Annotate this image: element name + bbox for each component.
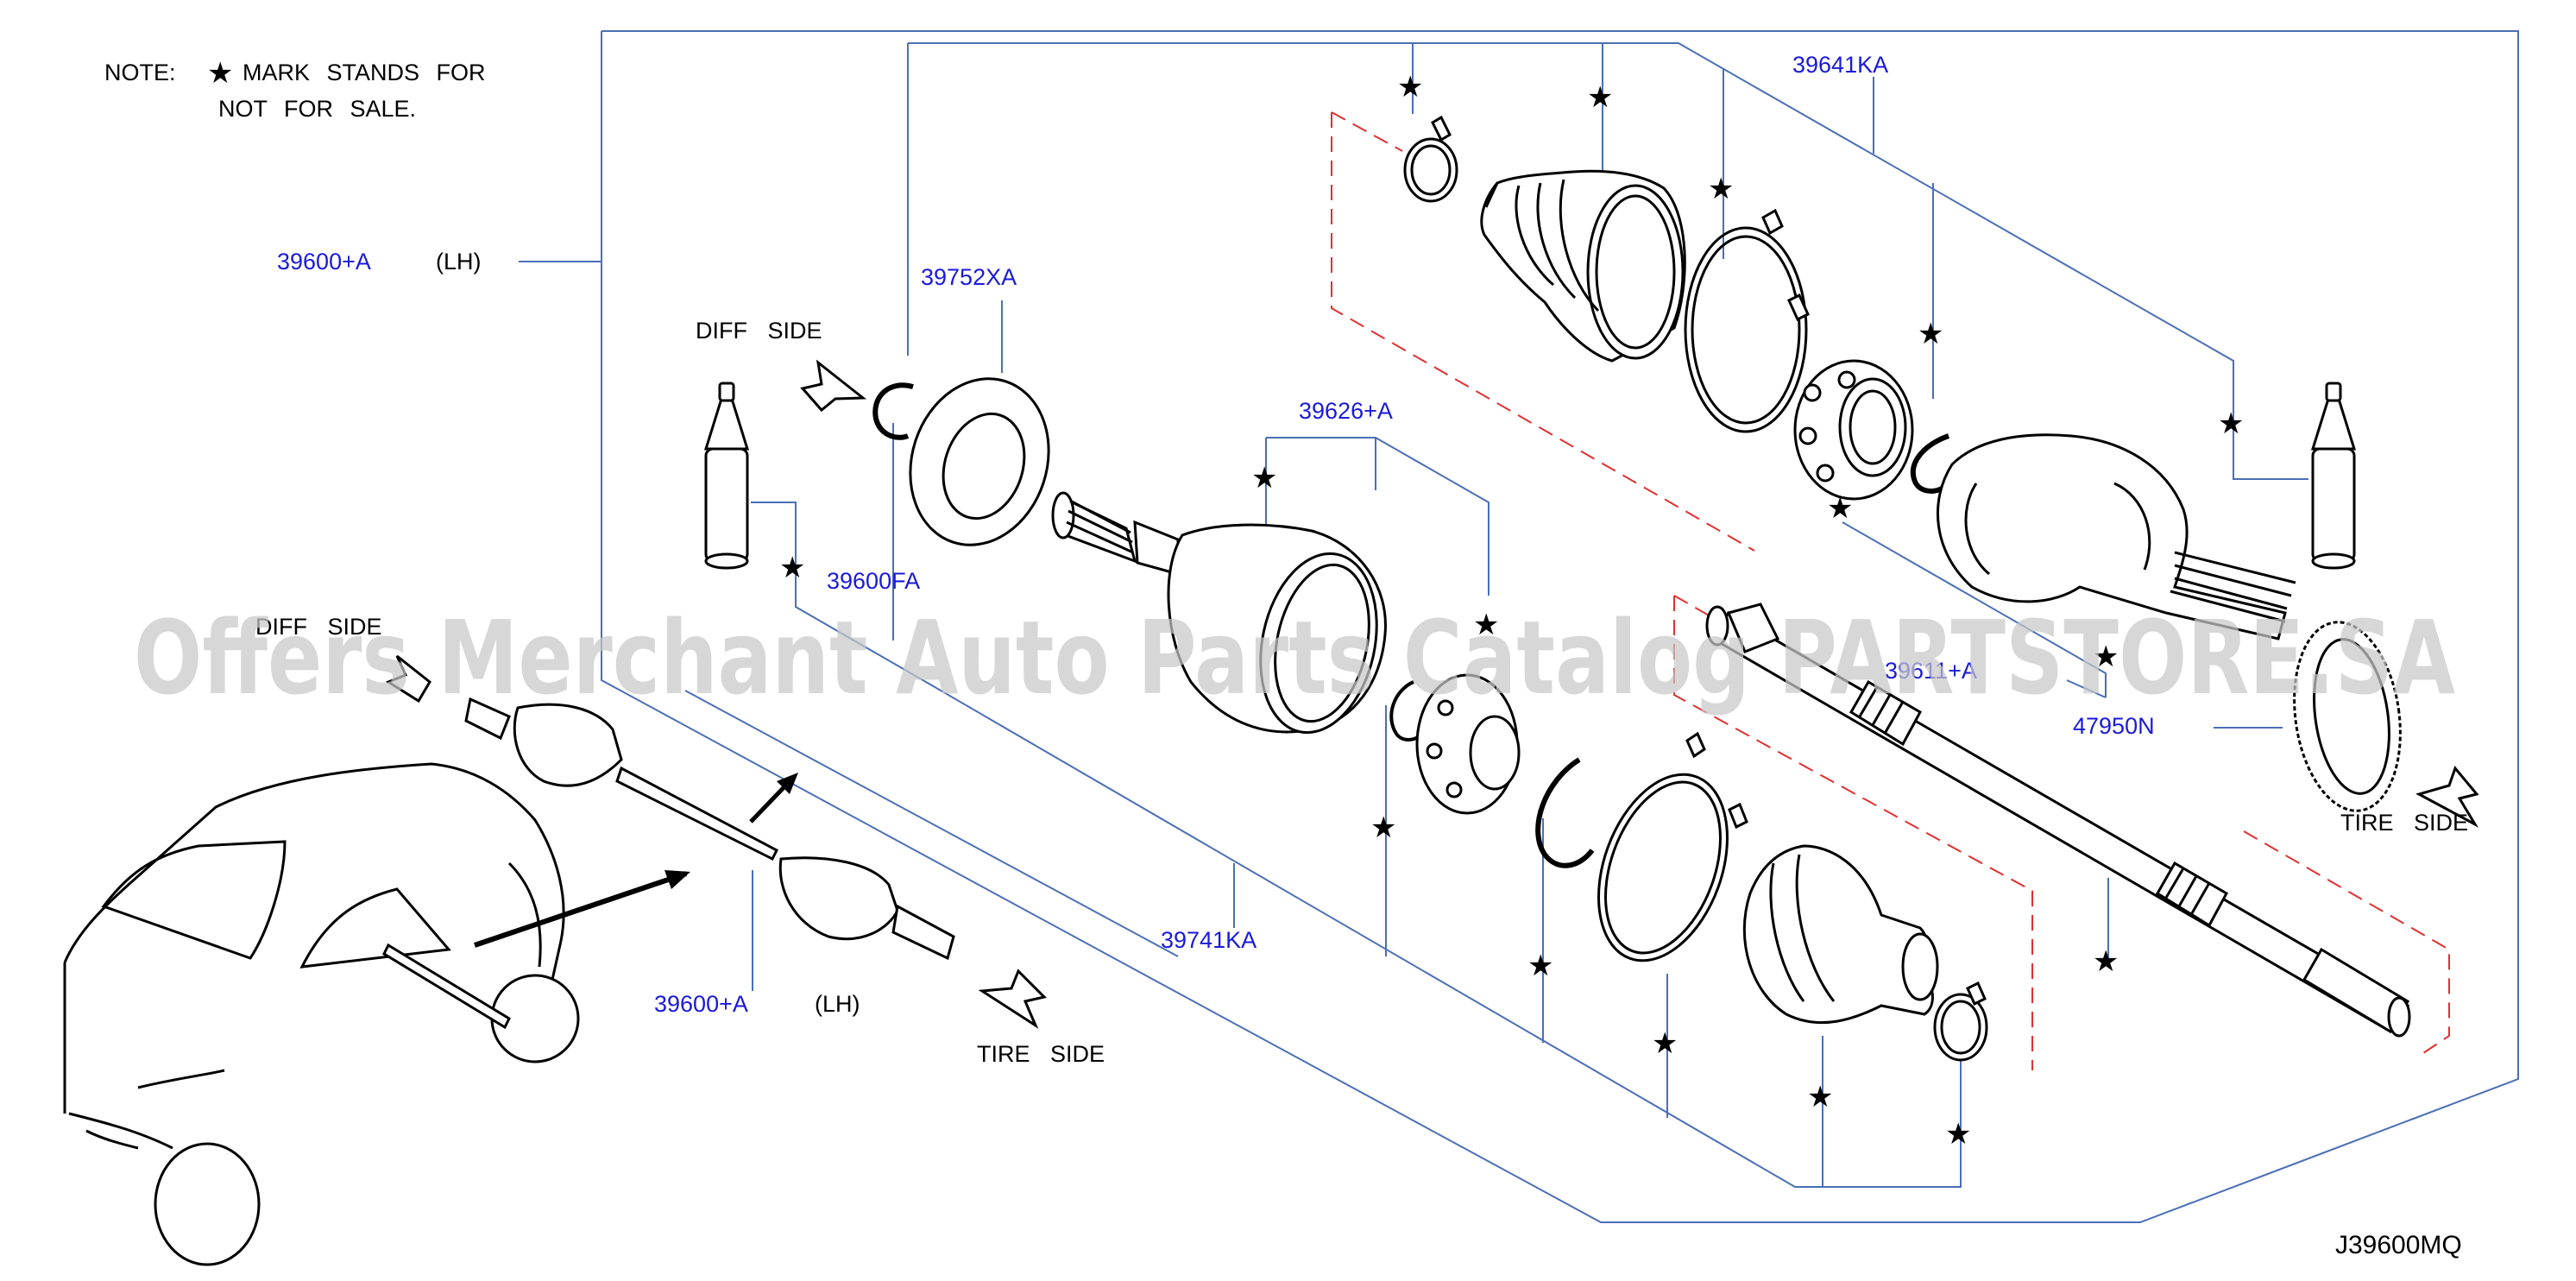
star-mark-icon: ★ [1397, 70, 1423, 104]
star-mark-icon: ★ [2218, 407, 2244, 441]
star-mark-icon: ★ [1827, 491, 1853, 526]
star-mark-icon: ★ [1918, 317, 1943, 351]
label-car-tire-side: TIRE SIDE [977, 1041, 1105, 1067]
star-mark-icon: ★ [1527, 949, 1553, 983]
note-line2: NOT FOR SALE. [218, 96, 416, 122]
note-prefix: NOTE: [104, 60, 176, 85]
grease-tube-left [703, 382, 750, 570]
drive-shaft-assembly [464, 697, 955, 961]
label-inner-kit-number[interactable]: 39741KA [1161, 927, 1257, 953]
star-mark-icon: ★ [1945, 1117, 1971, 1152]
star-mark-icon: ★ [1370, 811, 1396, 845]
arrow-outline-icon [385, 359, 2479, 1029]
outer-race [1793, 359, 1914, 501]
inner-boot-band [1597, 731, 1748, 962]
star-mark-icon: ★ [1807, 1080, 1833, 1114]
vehicle-illustration [63, 762, 580, 1266]
label-abs-ring-number[interactable]: 47950N [2073, 713, 2155, 739]
label-shaft-number[interactable]: 39611+A [1885, 658, 1977, 684]
label-tire-side: TIRE SIDE [2340, 810, 2468, 836]
grease-tube-right [2310, 382, 2357, 570]
inner-boot [1742, 844, 1939, 1025]
label-grease-number[interactable]: 39600FA [827, 568, 920, 594]
inner-small-band [1933, 981, 1988, 1062]
label-ring-number[interactable]: 39752XA [921, 264, 1017, 290]
label-assembly-top-number[interactable]: 39600+A [277, 249, 371, 274]
large-boot-band [1684, 208, 1810, 433]
leader-lines [519, 30, 2519, 1223]
label-outer-kit-number[interactable]: 39641KA [1792, 52, 1888, 78]
label-assembly-top-side: (LH) [436, 249, 482, 274]
label-assembly-bottom-number[interactable]: 39600+A [654, 991, 748, 1017]
star-mark-icon: ★ [1251, 461, 1277, 495]
label-inner-joint-number[interactable]: 39626+A [1299, 398, 1393, 424]
inner-joint [1051, 491, 1387, 735]
outer-boot [1480, 169, 1686, 363]
star-mark-icon: ★ [1652, 1026, 1678, 1061]
direction-arrowhead [777, 773, 798, 794]
circlip-inner [1389, 680, 1421, 741]
watermark: Offers Merchant Auto Parts Catalog PARTS… [134, 598, 2455, 717]
snap-ring-outer [1910, 433, 1950, 494]
star-marks: ★ ★ ★ ★ ★ ★ ★ ★ ★ ★ ★ ★ ★ ★ ★ ★ [779, 70, 2244, 1152]
star-mark-icon: ★ [1587, 80, 1613, 115]
snap-ring-diff [872, 382, 914, 440]
diagram-code: J39600MQ [2335, 1231, 2462, 1259]
location-arrowhead [664, 870, 690, 889]
star-mark-icon: ★ [1708, 172, 1734, 206]
label-assembly-bottom-side: (LH) [815, 991, 860, 1017]
label-diff-side: DIFF SIDE [696, 318, 822, 344]
outer-joint-housing [1937, 433, 2296, 640]
inner-race [1415, 673, 1521, 815]
label-car-diff-side: DIFF SIDE [255, 614, 382, 640]
snap-ring-inner [1535, 757, 1595, 868]
note-line1: MARK STANDS FOR [242, 60, 486, 85]
drive-shaft [1705, 603, 2411, 1038]
star-mark-icon: ★ [2093, 640, 2119, 674]
star-mark-icon: ★ [207, 56, 233, 91]
star-mark-icon: ★ [1473, 608, 1499, 642]
small-boot-band [1403, 115, 1458, 203]
star-mark-icon: ★ [2093, 944, 2119, 979]
location-arrow [474, 871, 687, 948]
abs-sensor-ring [2293, 621, 2402, 812]
seal-ring [909, 377, 1050, 546]
star-mark-icon: ★ [779, 551, 805, 585]
